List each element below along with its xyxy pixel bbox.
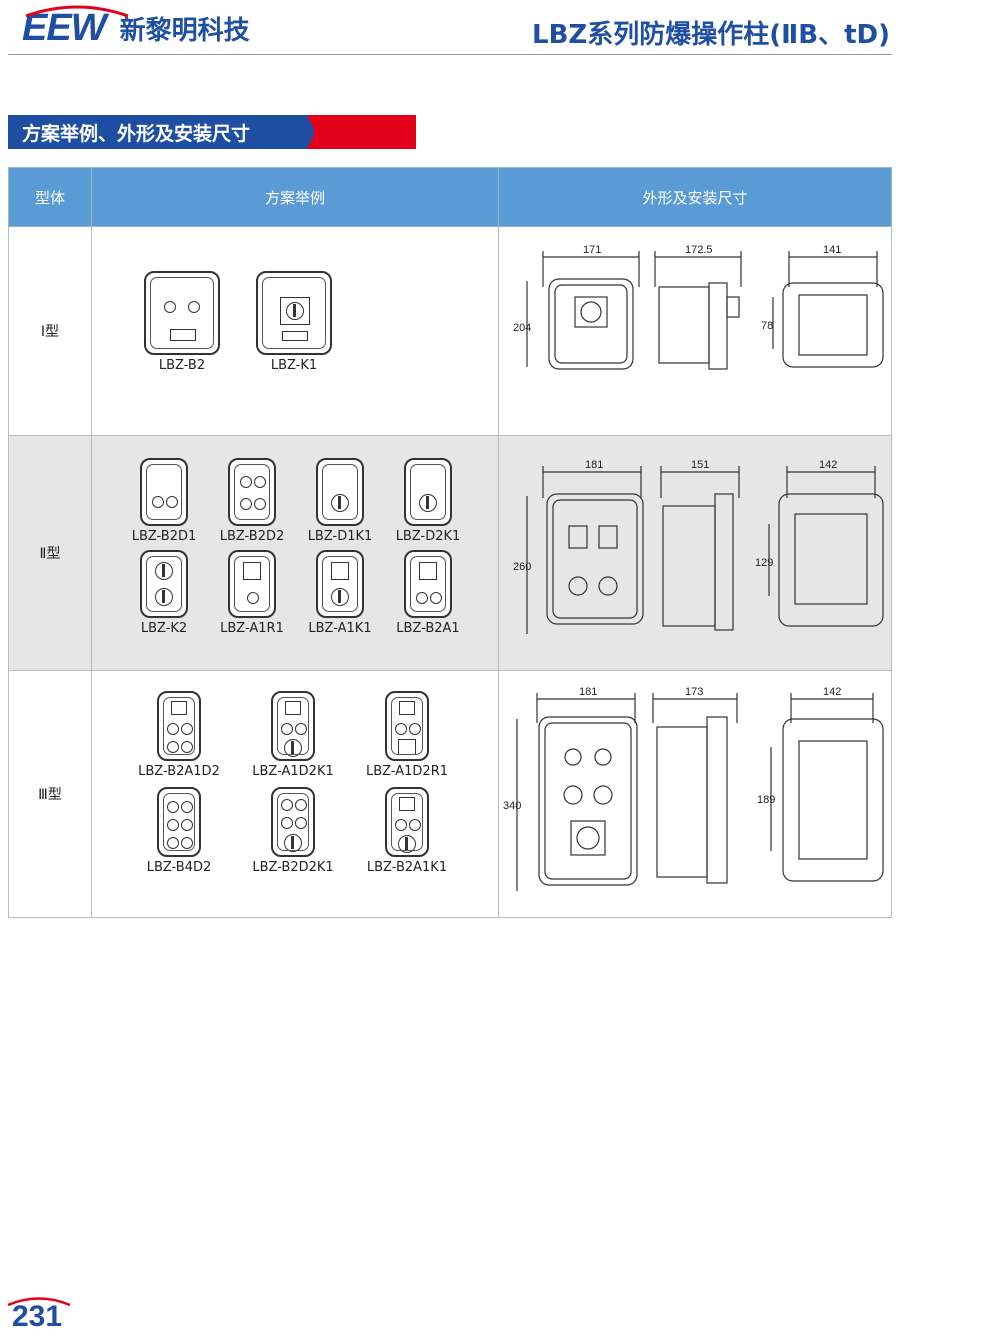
plan-label: LBZ-B2A1D2 bbox=[138, 764, 220, 779]
enclosure-icon bbox=[144, 271, 220, 355]
dim-side-depth: 172.5 bbox=[685, 244, 713, 256]
dim-height: 204 bbox=[513, 322, 531, 334]
plan-label: LBZ-A1K1 bbox=[308, 621, 372, 636]
plan-examples: LBZ-B2A1D2 LBZ-A1D2K1 LBZ-A1D2R1 LBZ-B4D… bbox=[91, 670, 499, 918]
enclosure-icon bbox=[404, 458, 452, 526]
plan-label: LBZ-K1 bbox=[270, 358, 318, 373]
plan-item: LBZ-B2A1K1 bbox=[350, 787, 464, 875]
enclosure-icon bbox=[140, 458, 188, 526]
plan-label: LBZ-K2 bbox=[140, 621, 188, 636]
plan-label: LBZ-A1D2R1 bbox=[366, 764, 448, 779]
enclosure-icon bbox=[271, 691, 315, 761]
plan-item: LBZ-D1K1 bbox=[296, 458, 384, 544]
section-title: 方案举例、外形及安装尺寸 bbox=[22, 123, 251, 145]
plan-examples: LBZ-B2D1 LBZ-B2D2 LBZ-D1K1 LBZ-D2K1 LBZ-… bbox=[91, 435, 499, 671]
plan-item: LBZ-A1K1 bbox=[296, 550, 384, 636]
dimension-drawing: 181 151 142 260 129 bbox=[498, 435, 892, 671]
dim-mount: 189 bbox=[757, 794, 775, 806]
plan-label: LBZ-B2D2 bbox=[219, 529, 285, 544]
logo-swoosh-icon bbox=[25, 5, 129, 18]
dim-back-width: 142 bbox=[823, 686, 841, 698]
plan-item: LBZ-A1D2K1 bbox=[236, 691, 350, 779]
row-type: Ⅰ型 bbox=[8, 226, 92, 436]
selector-knob-icon bbox=[286, 302, 304, 320]
plan-label: LBZ-B2D1 bbox=[131, 529, 197, 544]
spec-table: 型体 方案举例 外形及安装尺寸 Ⅰ型 LBZ-B2 bbox=[8, 167, 892, 918]
dimension-svg: 171 172.5 141 204 78 bbox=[513, 244, 884, 370]
plan-item: LBZ-B4D2 bbox=[122, 787, 236, 875]
plan-label: LBZ-B2A1 bbox=[396, 621, 460, 636]
plan-examples: LBZ-B2 LBZ-K1 bbox=[91, 226, 499, 436]
row-type: Ⅲ型 bbox=[8, 670, 92, 918]
dim-mount: 129 bbox=[755, 557, 773, 569]
plan-item: LBZ-K1 bbox=[238, 271, 350, 373]
plan-label: LBZ-B2A1K1 bbox=[366, 860, 448, 875]
plan-label: LBZ-A1D2K1 bbox=[252, 764, 334, 779]
dim-back-width: 142 bbox=[819, 459, 837, 471]
row-type: Ⅱ型 bbox=[8, 435, 92, 671]
enclosure-icon bbox=[256, 271, 332, 355]
plan-item: LBZ-B2A1D2 bbox=[122, 691, 236, 779]
document-title: LBZ系列防爆操作柱(ⅡB、tD) bbox=[532, 20, 890, 50]
page-header: EEW 新黎明科技 LBZ系列防爆操作柱(ⅡB、tD) bbox=[0, 0, 1000, 60]
header-dims: 外形及安装尺寸 bbox=[498, 167, 892, 227]
enclosure-icon bbox=[228, 550, 276, 618]
dimension-drawing: 171 172.5 141 204 78 bbox=[498, 226, 892, 436]
dim-front-width: 171 bbox=[583, 244, 601, 256]
enclosure-icon bbox=[316, 550, 364, 618]
button-icon bbox=[188, 301, 200, 313]
plan-label: LBZ-D2K1 bbox=[395, 529, 461, 544]
page-arc-icon bbox=[7, 1297, 71, 1306]
plan-item: LBZ-B2A1 bbox=[384, 550, 472, 636]
dim-side-depth: 173 bbox=[685, 686, 703, 698]
dimension-drawing: 181 173 142 340 189 bbox=[498, 670, 892, 918]
plan-label: LBZ-B4D2 bbox=[146, 860, 212, 875]
dim-mount: 78 bbox=[761, 320, 773, 332]
enclosure-icon bbox=[140, 550, 188, 618]
dim-height: 340 bbox=[503, 800, 521, 812]
section-banner: 方案举例、外形及安装尺寸 bbox=[8, 115, 416, 149]
dim-front-width: 181 bbox=[585, 459, 603, 471]
dim-side-depth: 151 bbox=[691, 459, 709, 471]
enclosure-icon bbox=[228, 458, 276, 526]
enclosure-icon bbox=[404, 550, 452, 618]
plan-label: LBZ-D1K1 bbox=[307, 529, 373, 544]
enclosure-icon bbox=[316, 458, 364, 526]
plan-item: LBZ-A1R1 bbox=[208, 550, 296, 636]
dim-height: 260 bbox=[513, 561, 531, 573]
plan-label: LBZ-B2 bbox=[158, 358, 206, 373]
table-row: Ⅱ型 LBZ-B2D1 LBZ-B2D2 LBZ-D1K1 LBZ-D2K1 L… bbox=[8, 435, 892, 671]
enclosure-icon bbox=[385, 787, 429, 857]
plan-label: LBZ-B2D2K1 bbox=[252, 860, 334, 875]
page-number: 231 bbox=[12, 1300, 63, 1333]
plan-item: LBZ-B2D2 bbox=[208, 458, 296, 544]
header-type: 型体 bbox=[8, 167, 92, 227]
plan-item: LBZ-K2 bbox=[120, 550, 208, 636]
company-logo: EEW 新黎明科技 bbox=[22, 5, 250, 49]
plan-item: LBZ-B2D2K1 bbox=[236, 787, 350, 875]
dim-front-width: 181 bbox=[579, 686, 597, 698]
plan-item: LBZ-D2K1 bbox=[384, 458, 472, 544]
header-plans: 方案举例 bbox=[91, 167, 499, 227]
company-name: 新黎明科技 bbox=[119, 15, 250, 46]
plan-item: LBZ-A1D2R1 bbox=[350, 691, 464, 779]
dimension-svg: 181 151 142 260 129 bbox=[513, 459, 884, 634]
table-row: Ⅰ型 LBZ-B2 LBZ-K1 bbox=[8, 226, 892, 436]
enclosure-icon bbox=[271, 787, 315, 857]
dimension-svg: 181 173 142 340 189 bbox=[503, 686, 884, 891]
dim-back-width: 141 bbox=[823, 244, 841, 256]
plan-item: LBZ-B2D1 bbox=[120, 458, 208, 544]
enclosure-icon bbox=[385, 691, 429, 761]
button-icon bbox=[164, 301, 176, 313]
plan-item: LBZ-B2 bbox=[126, 271, 238, 373]
table-row: Ⅲ型 LBZ-B2A1D2 LBZ-A1D2K1 LBZ-A1D2R1 LBZ-… bbox=[8, 670, 892, 918]
header-divider bbox=[8, 54, 892, 55]
plan-label: LBZ-A1R1 bbox=[220, 621, 284, 636]
enclosure-icon bbox=[157, 787, 201, 857]
enclosure-icon bbox=[157, 691, 201, 761]
